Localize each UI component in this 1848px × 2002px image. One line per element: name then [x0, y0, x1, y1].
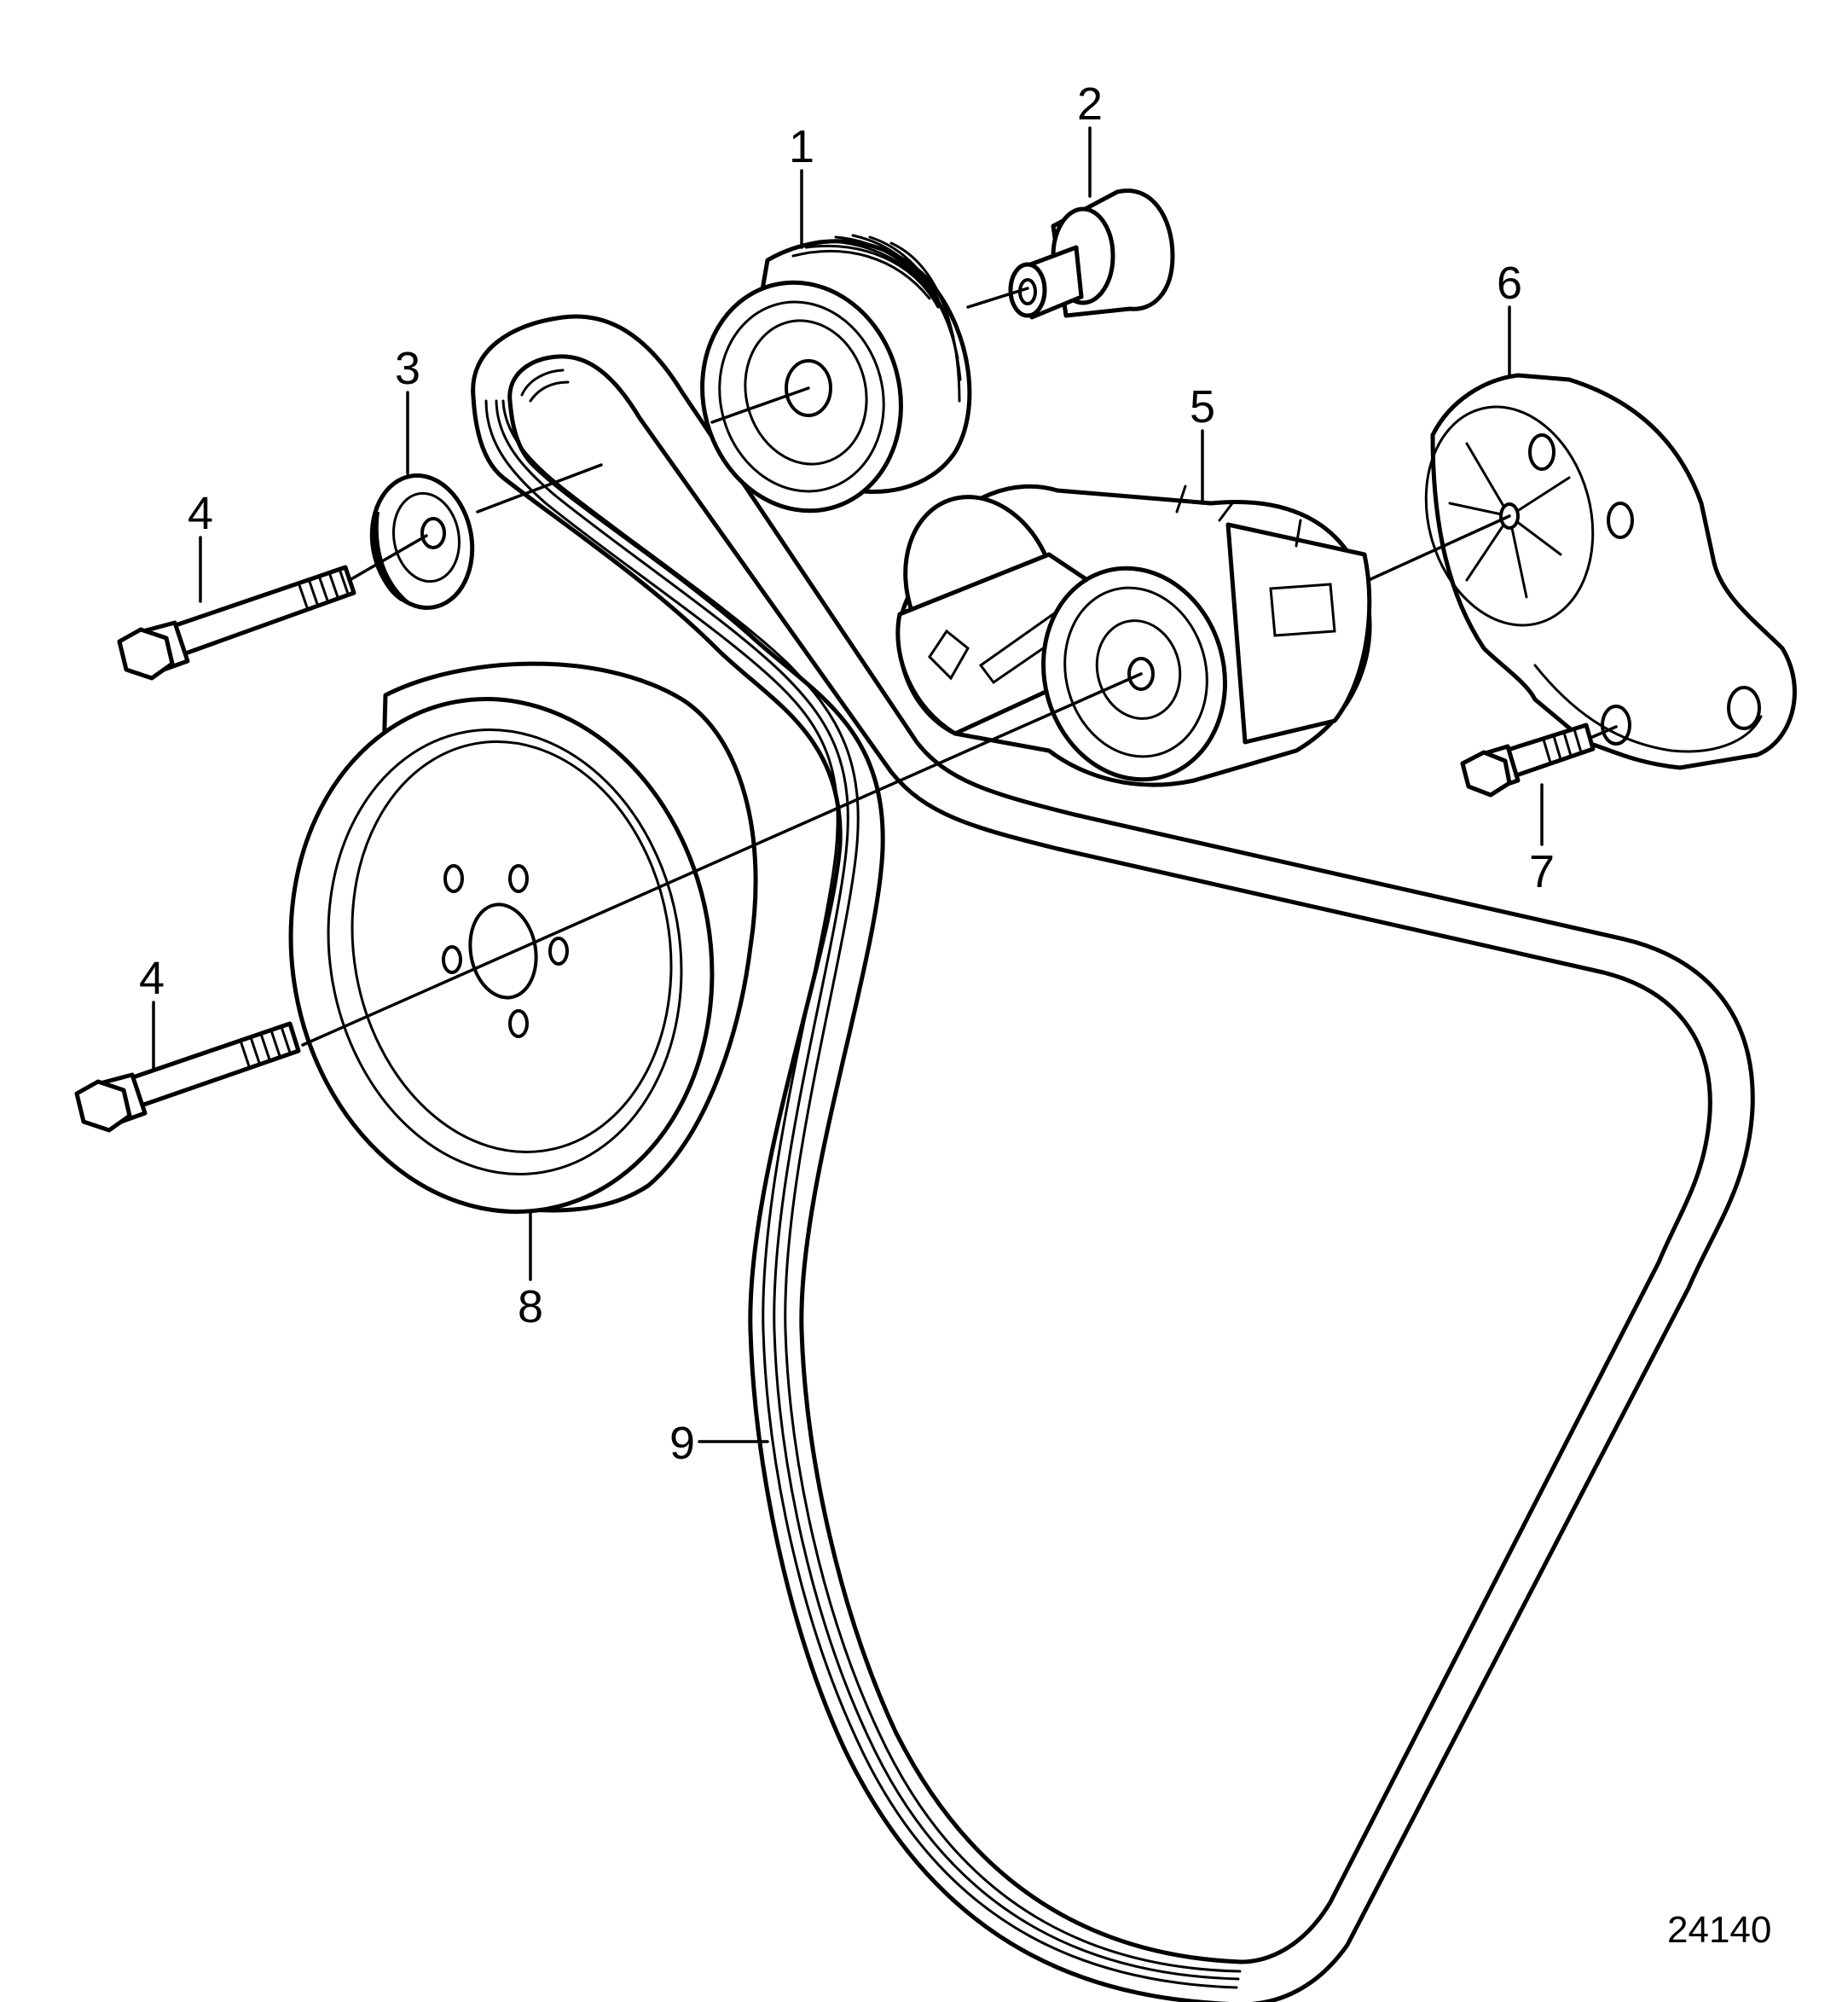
callout-3: 3 — [395, 343, 420, 394]
callout-7: 7 — [1529, 846, 1555, 897]
tensioner-bracket — [1424, 373, 1797, 770]
bolt-lower — [74, 1021, 301, 1133]
washer — [369, 473, 475, 610]
assembly-lines — [152, 126, 1618, 1443]
bolt-upper — [117, 565, 356, 681]
callout-labels: 1 2 3 4 5 6 4 7 8 9 24140 — [139, 78, 1771, 1951]
callout-2: 2 — [1077, 78, 1103, 130]
callout-4-lower: 4 — [139, 953, 165, 1004]
callout-4-upper: 4 — [188, 488, 213, 539]
callout-1: 1 — [789, 121, 814, 172]
drive-belt — [471, 314, 1755, 2002]
callout-5: 5 — [1190, 381, 1215, 432]
reference-number: 24140 — [1667, 1909, 1771, 1951]
callout-8: 8 — [518, 1281, 543, 1332]
spacer-bushing — [1008, 189, 1175, 320]
callout-9: 9 — [669, 1418, 695, 1469]
belt-tensioner — [895, 484, 1372, 787]
bracket-bolt — [1460, 722, 1596, 798]
callout-6: 6 — [1497, 258, 1522, 309]
